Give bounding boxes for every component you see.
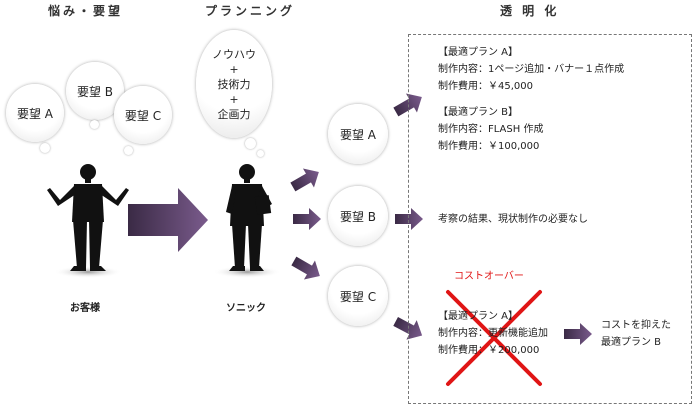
sonic-label: ソニック	[226, 303, 266, 314]
rejected-plan-content: 制作内容：更新機能追加	[438, 328, 548, 339]
customer-silhouette-icon	[47, 164, 129, 271]
header-planning: プランニング	[205, 4, 296, 18]
customer-bubble-b: 要望 B	[66, 62, 124, 120]
result-arrow-c	[393, 317, 423, 340]
rejected-plan-title: 【最適プラン A】	[438, 311, 519, 322]
plan-b-title: 【最適プラン B】	[438, 107, 519, 118]
bubble-tail-dot	[90, 120, 99, 129]
request-b-circle: 要望 B	[328, 186, 388, 246]
plan-b-cost: 制作費用：￥100,000	[438, 141, 540, 152]
alternative-arrow	[564, 323, 592, 345]
customer-bubble-c: 要望 C	[114, 86, 172, 144]
fan-arrow-middle	[293, 208, 321, 230]
fan-arrow-down	[291, 256, 320, 280]
rejected-plan-block: 【最適プラン A】 制作内容：更新機能追加 制作費用：￥200,000	[438, 308, 548, 359]
no-need-text: 考察の結果、現状制作の必要なし	[438, 214, 588, 225]
thought-line: +	[229, 92, 239, 106]
thought-line: +	[229, 62, 239, 76]
request-a-circle: 要望 A	[328, 104, 388, 164]
plan-a-title: 【最適プラン A】	[438, 47, 519, 58]
bubble-tail-dot	[40, 143, 50, 153]
result-arrow-a	[393, 93, 422, 117]
customer-bubble-a: 要望 A	[6, 84, 64, 142]
thought-line: 企画力	[217, 107, 251, 121]
sonic-thought-bubble: ノウハウ + 技術力 + 企画力	[196, 30, 272, 138]
alternative-line: 最適プラン B	[601, 337, 662, 348]
thought-tail-dot	[257, 150, 264, 157]
customer-label: お客様	[70, 303, 100, 314]
header-transparency: 透 明 化	[500, 4, 560, 18]
sonic-shadow	[213, 266, 281, 278]
main-arrow	[128, 188, 208, 252]
cost-over-label: コストオーバー	[454, 271, 524, 282]
customer-shadow	[54, 266, 122, 278]
plan-a-cost: 制作費用：￥45,000	[438, 81, 533, 92]
sonic-silhouette-icon	[226, 164, 272, 271]
plan-a-content: 制作内容：1ページ追加・バナー１点作成	[438, 64, 625, 75]
alternative-plan-block: コストを抑えた 最適プラン B	[601, 317, 671, 351]
plan-b-block: 【最適プラン B】 制作内容：FLASH 作成 制作費用：￥100,000	[438, 104, 543, 155]
thought-tail-dot	[245, 138, 256, 149]
request-c-circle: 要望 C	[328, 266, 388, 326]
header-worries: 悩み・要望	[48, 4, 124, 18]
thought-line: ノウハウ	[212, 47, 256, 61]
plan-b-content: 制作内容：FLASH 作成	[438, 124, 544, 135]
result-arrow-b	[395, 208, 423, 230]
plan-a-block: 【最適プラン A】 制作内容：1ページ追加・バナー１点作成 制作費用：￥45,0…	[438, 44, 624, 95]
bubble-tail-dot	[124, 146, 133, 155]
cost-over-cross-icon	[446, 290, 542, 386]
fan-arrow-up	[290, 168, 319, 192]
rejected-plan-cost: 制作費用：￥200,000	[438, 345, 540, 356]
transparency-panel	[408, 34, 692, 404]
alternative-line: コストを抑えた	[601, 320, 671, 331]
thought-line: 技術力	[217, 77, 251, 91]
